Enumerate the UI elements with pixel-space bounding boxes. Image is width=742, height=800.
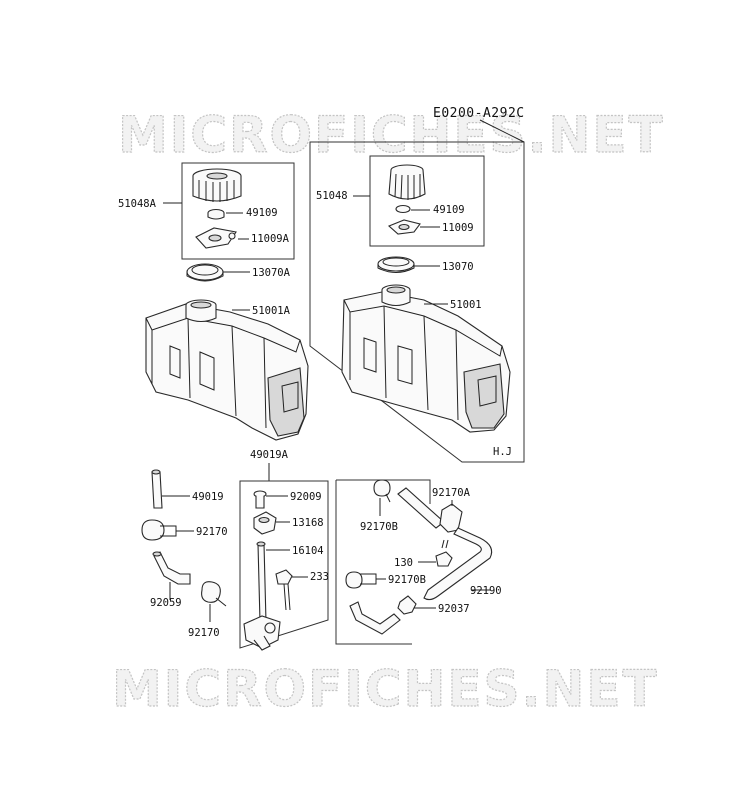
bolt-130: 130 — [394, 539, 453, 569]
label-51001a: 51001A — [252, 305, 291, 317]
label-92059: 92059 — [150, 597, 182, 609]
knob-13168: 13168 — [253, 511, 324, 535]
label-51048: 51048 — [316, 190, 348, 202]
screw-92009: 92009 — [253, 490, 322, 509]
filter-pipe-16104: 16104 — [256, 541, 324, 623]
variant-note: H.J — [493, 446, 512, 458]
label-51048a: 51048A — [118, 198, 157, 210]
label-49019a: 49019A — [250, 449, 289, 461]
label-92009: 92009 — [290, 491, 322, 503]
label-11009a: 11009A — [251, 233, 290, 245]
hose-group-frame — [335, 479, 431, 645]
hj-frame — [309, 141, 525, 463]
clamp-92170-lower: 92170 — [188, 581, 227, 639]
gasket-11009-hole — [398, 223, 410, 231]
diagram-code: E0200-A292C — [433, 106, 525, 121]
hose-lower — [349, 601, 401, 635]
label-92170a: 92170A — [432, 487, 471, 499]
label-16104: 16104 — [292, 545, 324, 557]
label-92190: 92190 — [470, 585, 502, 597]
label-233: 233 — [310, 571, 329, 583]
label-130: 130 — [394, 557, 413, 569]
hose-92190: 92190 — [423, 527, 502, 601]
clamp-92170a: 92170A — [432, 487, 471, 533]
fuel-cap-a — [192, 168, 242, 202]
fuel-cock-box — [239, 480, 329, 649]
cap-assembly-b-box — [369, 155, 485, 247]
watermark-bottom: MICROFICHES.NET — [112, 660, 659, 718]
label-13070a: 13070A — [252, 267, 291, 279]
watermark-top: MICROFICHES.NET — [118, 106, 665, 164]
hose-92059: 92059 — [150, 551, 191, 609]
seal-49109-b — [395, 204, 411, 214]
label-13070: 13070 — [442, 261, 474, 273]
label-92170b-upper: 92170B — [360, 521, 398, 533]
label-49109-b: 49109 — [433, 204, 465, 216]
clip-92037: 92037 — [397, 595, 470, 615]
cap-assembly-a: 51048A 49109 11009A — [118, 162, 295, 260]
label-92170-upper: 92170 — [196, 526, 228, 538]
fuel-tank-a: 51001A — [145, 299, 309, 441]
label-92037: 92037 — [438, 603, 470, 615]
bolt-233: 233 — [275, 569, 329, 611]
fuel-cock-body — [243, 615, 281, 651]
tank-assembly-hj: 51048 49109 11009 13070 51001 H.J — [309, 119, 525, 463]
clamp-92170b-lower: 92170B — [345, 571, 426, 589]
label-13168: 13168 — [292, 517, 324, 529]
label-49019: 49019 — [192, 491, 224, 503]
cap-assembly-a-box — [181, 162, 295, 260]
fuel-strainer-49019: 49019 — [151, 469, 224, 509]
fuel-cock-assembly: 49019A 92009 13168 16104 2 — [239, 449, 329, 651]
label-92170-lower: 92170 — [188, 627, 220, 639]
seal-49109-a-side — [207, 213, 225, 220]
gasket-11009a — [195, 227, 237, 249]
filler-ring-13070: 13070 — [377, 256, 474, 273]
fuel-cap-b — [388, 164, 426, 200]
label-92170b-lower: 92170B — [388, 574, 426, 586]
fuel-tank-b: 51001 — [341, 284, 511, 433]
label-49109-a: 49109 — [246, 207, 278, 219]
label-51001: 51001 — [450, 299, 482, 311]
leader-diagram-code — [479, 119, 525, 143]
clamp-92170b-upper: 92170B — [360, 479, 398, 533]
filler-ring-13070a: 13070A — [186, 263, 291, 282]
hose-group-right: 92170B 92170A 92190 130 92 — [335, 479, 502, 645]
label-11009: 11009 — [442, 222, 474, 234]
clamp-92170-upper: 92170 — [141, 519, 228, 541]
